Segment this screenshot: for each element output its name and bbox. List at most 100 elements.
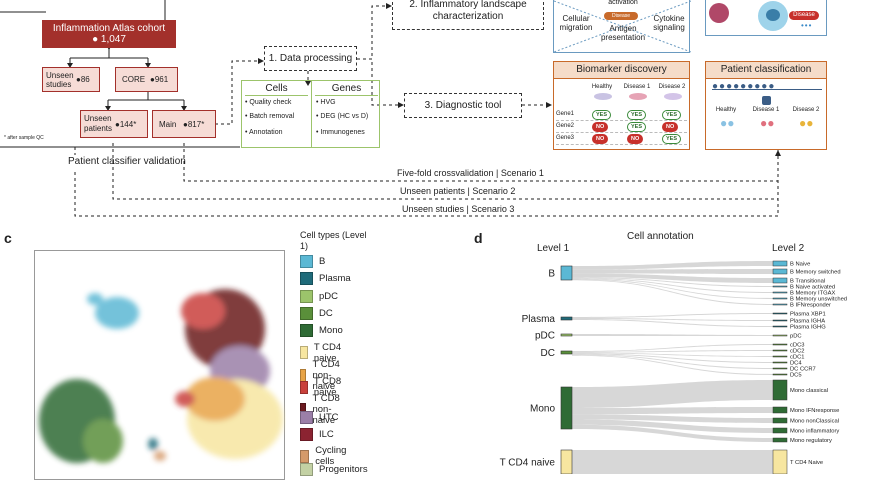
sankey-level1-node (560, 386, 573, 430)
biomarker-col: Disease 1 (623, 84, 651, 90)
patients-icon: ●●●●●●●●● (712, 81, 776, 92)
unseen-patients-label: Unseen patients (84, 114, 113, 133)
sankey-level2-label: Mono classical (790, 388, 828, 394)
genes-title: Genes (331, 83, 362, 94)
validation-label: Patient classifier validation (68, 156, 186, 167)
legend-item: Mono (300, 324, 343, 338)
sankey-level2-node (772, 297, 788, 300)
cell-cluster-icon (664, 93, 682, 100)
disease-badge: Disease (604, 12, 638, 20)
sankey-level2-label: pDC (790, 334, 802, 340)
sankey-level2-label: cDC2 (790, 349, 805, 355)
unseen-studies-box: Unseen studies ●86 (42, 67, 100, 92)
sankey-level1-label: T CD4 naive (500, 458, 556, 469)
footnote: * after sample QC (4, 135, 44, 141)
group-label: Disease 2 (792, 107, 820, 113)
core-box: CORE ●961 (115, 67, 178, 92)
sankey-link (572, 407, 773, 415)
sankey-level2-node (772, 379, 788, 401)
cell-cluster-icon (629, 93, 647, 100)
sankey-link (572, 450, 773, 474)
no-badge: NO (592, 134, 609, 144)
legend-item: Progenitors (300, 462, 368, 476)
sankey-level1-label: B (548, 269, 555, 280)
sankey-level2-label: B Memory unswitched (790, 297, 847, 303)
sankey-link (572, 277, 773, 287)
sankey-link (572, 318, 773, 321)
legend-label: T CD4 non-naive (312, 358, 340, 392)
no-badge: NO (627, 134, 644, 144)
legend-swatch (300, 428, 313, 441)
legend-swatch (300, 289, 313, 303)
sankey-link (572, 414, 773, 423)
legend-swatch (300, 380, 308, 394)
yes-badge: YES (662, 134, 682, 144)
genes-item: • HVG (316, 99, 336, 106)
cells-item: • Quality check (245, 99, 292, 106)
legend-label: DC (319, 307, 333, 319)
sankey-link (572, 334, 773, 336)
legend-label: ILC (319, 429, 334, 440)
patients-base (712, 89, 822, 90)
sankey-level2-label: Plasma IGHA (790, 319, 825, 325)
row-divider (556, 144, 687, 145)
sankey-link (572, 319, 773, 327)
person-icon: ● (76, 75, 81, 84)
step1-box: 1. Data processing (264, 46, 357, 71)
row-divider (556, 132, 687, 133)
person-icon: ● (115, 120, 120, 129)
sankey-level2-label: B Naive (790, 262, 810, 268)
sankey-level2-label: Mono inflammatory (790, 429, 839, 435)
cells-item: • Batch removal (245, 113, 295, 120)
processing-details: Cells • Quality check • Batch removal • … (241, 80, 380, 148)
legend-swatch (300, 255, 313, 268)
level1-label: Level 1 (537, 243, 570, 254)
panel-d-title: Cell annotation (627, 231, 694, 242)
legend-label: T CD8 non-naive (312, 393, 340, 427)
yes-badge: YES (627, 110, 647, 120)
sankey-link (572, 269, 773, 274)
gene-label: Gene3 (556, 135, 575, 141)
unseen-patients-count: 144* (119, 120, 137, 129)
pathway-panel: Disease ••• (705, 0, 827, 36)
sankey-level1-node (560, 449, 573, 474)
sankey-level2-label: cDC3 (790, 343, 805, 349)
sankey-level2-node (772, 319, 788, 322)
sankey-level2-node (772, 303, 788, 306)
sankey-link (572, 352, 773, 357)
landscape-panel: activation Cellular migration Cytokine s… (553, 0, 691, 53)
legend-label: T CD8 naive (313, 376, 342, 399)
sankey-level2-node (772, 427, 788, 434)
legend-swatch (300, 449, 310, 463)
dots-icon: ••• (801, 21, 813, 30)
sankey-level2-node (772, 260, 788, 267)
legend-item: ILC (300, 428, 334, 441)
yes-badge: YES (627, 122, 647, 132)
sankey-level2-label: B Memory ITGAX (790, 291, 836, 297)
genes-item: • Immunogenes (316, 129, 365, 136)
step2-box: 2. Inflammatory landscape characterizati… (392, 0, 544, 30)
genes-item: • DEG (HC vs D) (316, 113, 369, 120)
sankey-level2-label: Mono nonClassical (790, 419, 839, 425)
scenario2-label: Unseen patients | Scenario 2 (398, 186, 518, 196)
no-badge: NO (662, 122, 679, 132)
group-label: Healthy (715, 107, 737, 113)
sankey-level2-label: B IFNresponder (790, 303, 831, 309)
cohort-header: Inflammation Atlas cohort ● 1,047 (42, 20, 176, 48)
sankey-level2-node (772, 334, 788, 337)
umap-clusters (39, 289, 283, 463)
legend-swatch (300, 324, 313, 338)
sankey-level2-node (772, 325, 788, 328)
sankey-level2-node (772, 268, 788, 275)
sankey-link (572, 419, 773, 433)
classifier-icon (762, 96, 771, 105)
step3-box: 3. Diagnostic tool (404, 93, 522, 118)
biomarker-col: Disease 2 (658, 84, 686, 90)
sankey-link (572, 278, 773, 299)
classification-title: Patient classification (706, 62, 826, 79)
scenario3-label: Unseen studies | Scenario 3 (400, 204, 517, 214)
person-icon: ● (92, 34, 99, 45)
sankey-link (572, 350, 773, 353)
biomarker-col: Healthy (591, 84, 613, 90)
sankey-level2-node (772, 417, 788, 424)
